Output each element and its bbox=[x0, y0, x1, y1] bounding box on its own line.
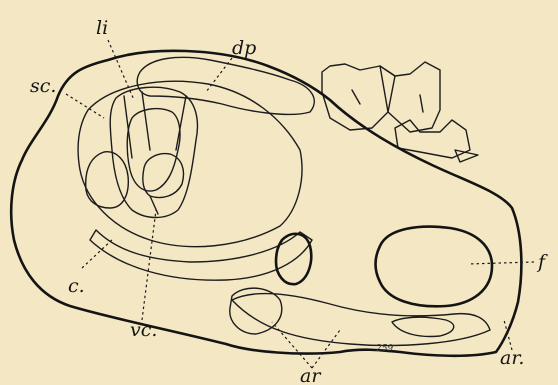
label-vc: vc. bbox=[130, 319, 157, 341]
inner-ring bbox=[110, 87, 197, 217]
fenestra-small bbox=[276, 234, 311, 284]
label-ar-right: ar. bbox=[500, 347, 524, 369]
label-c: c. bbox=[68, 275, 85, 297]
fenestrae bbox=[230, 227, 492, 346]
engraver-mark: 259 bbox=[375, 344, 393, 354]
skull-outline bbox=[11, 51, 521, 356]
label-sc: sc. bbox=[30, 75, 56, 97]
skull-body bbox=[11, 51, 521, 356]
labels: li dp sc. c. vc. ar ar. f 259 bbox=[30, 17, 548, 385]
label-f: f bbox=[536, 251, 548, 273]
label-dp: dp bbox=[232, 37, 256, 59]
dorsal-plate bbox=[137, 57, 314, 114]
fenestra-large bbox=[376, 227, 493, 307]
label-ar-left: ar bbox=[300, 365, 322, 385]
label-li: li bbox=[96, 17, 108, 39]
